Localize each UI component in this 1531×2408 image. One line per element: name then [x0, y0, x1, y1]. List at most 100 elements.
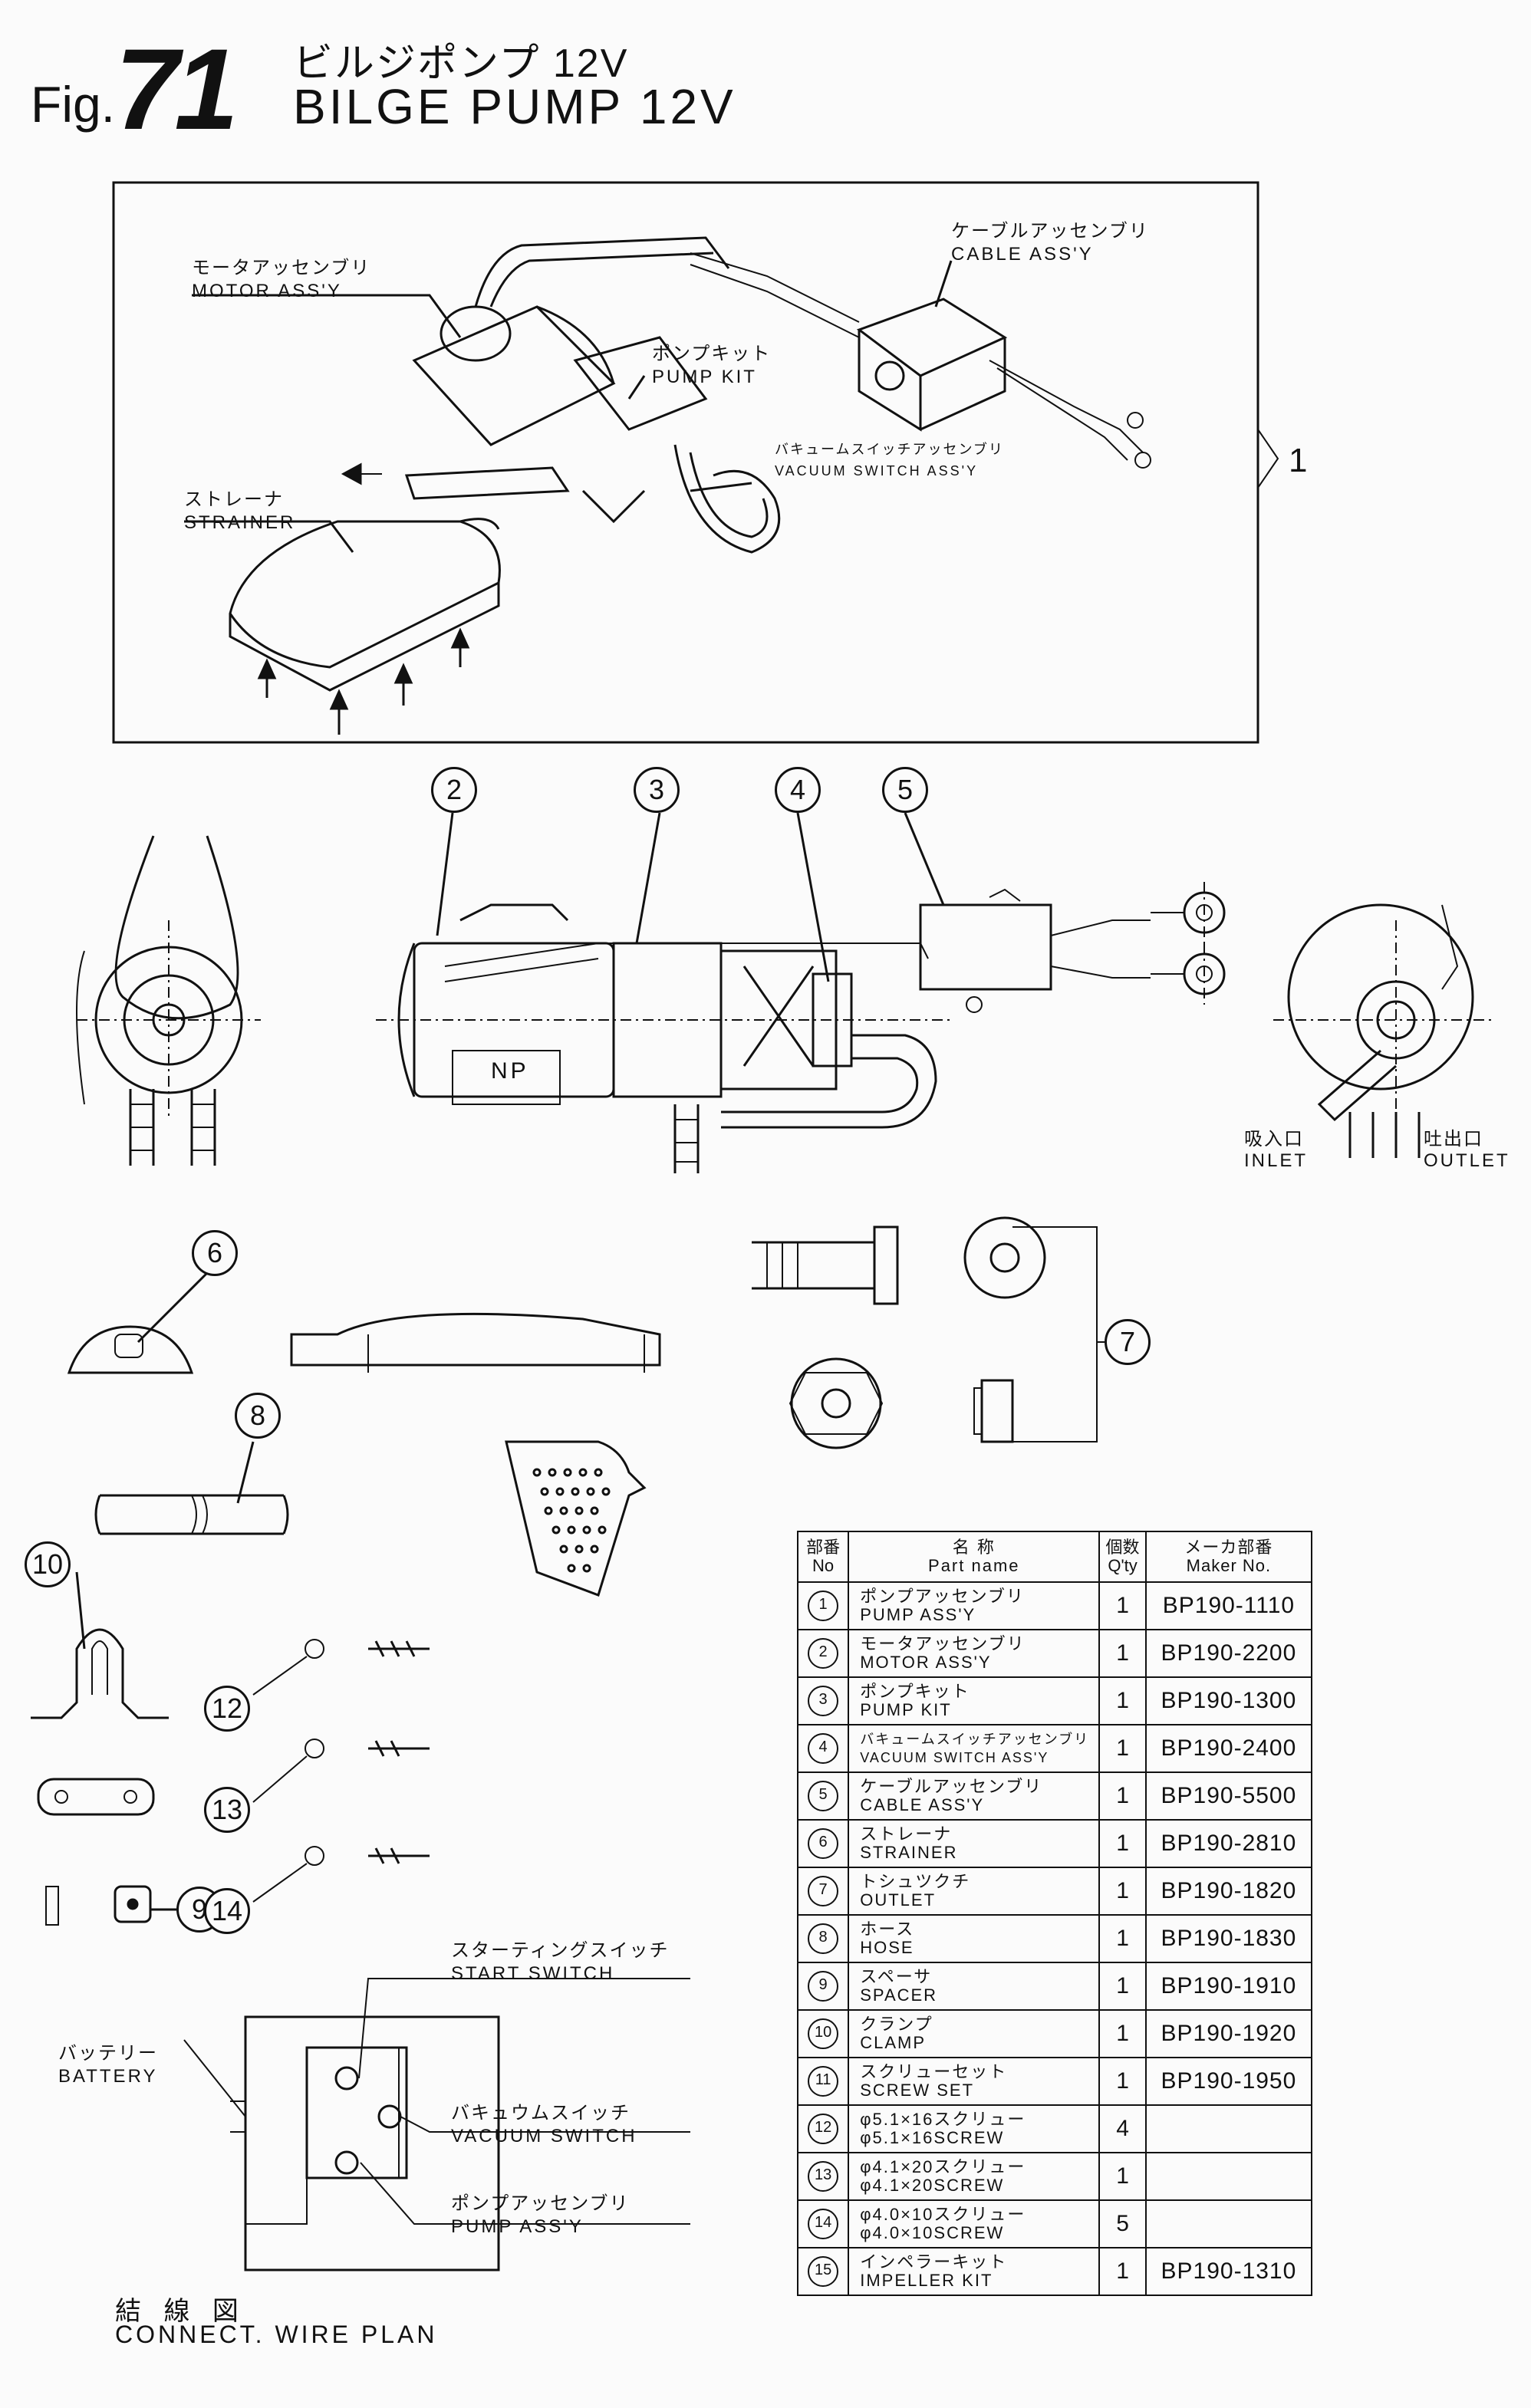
part-name-en: MOTOR ASS'Y — [860, 1653, 992, 1672]
header-no: 部番 No — [796, 1531, 850, 1583]
part-name-en: OUTLET — [860, 1890, 937, 1910]
part-name-jp: トシュツクチ — [860, 1872, 971, 1891]
maker-number — [1144, 2104, 1313, 2153]
part-qty: 1 — [1098, 1581, 1147, 1630]
part-name-en: STRAINER — [860, 1843, 958, 1862]
title-english: BILGE PUMP 12V — [293, 79, 736, 134]
row-number: 5 — [808, 1781, 839, 1811]
parts-table: 部番 No 名 称 Part name 個数 Q'ty メーカ部番 Maker … — [796, 1531, 1313, 2296]
row-number: 8 — [808, 1923, 839, 1954]
row-number: 9 — [808, 1971, 839, 2002]
part-name-jp: ポンプアッセンブリ — [860, 1587, 1025, 1606]
strainer-label-en: STRAINER — [184, 512, 296, 533]
battery-label-en: BATTERY — [58, 2066, 158, 2087]
part-name-en: φ4.0×10SCREW — [860, 2223, 1005, 2242]
row-number: 2 — [808, 1638, 839, 1669]
part-qty: 1 — [1098, 1962, 1147, 2011]
callout-10: 10 — [25, 1541, 71, 1587]
row-number: 12 — [808, 2114, 839, 2144]
inlet-label-jp: 吸入口 — [1244, 1129, 1304, 1150]
part-name-jp: バキュームスイッチアッセンブリ — [860, 1732, 1090, 1747]
maker-number: BP190-2400 — [1144, 1724, 1313, 1773]
maker-number: BP190-1300 — [1144, 1676, 1313, 1725]
header-maker-jp: メーカ部番 — [1184, 1538, 1273, 1557]
hose-drawing — [94, 1494, 289, 1535]
part-name-en: HOSE — [860, 1938, 914, 1957]
part-name-jp: φ4.1×20スクリュー — [860, 2157, 1026, 2176]
part-name-jp: スクリューセット — [860, 2062, 1008, 2081]
maker-number — [1144, 2152, 1313, 2201]
screws-drawing — [252, 1639, 430, 1903]
header-qty-jp: 個数 — [1105, 1538, 1140, 1557]
part-qty: 1 — [1098, 1914, 1147, 1963]
left-end-view — [76, 835, 261, 1166]
part-name-en: CLAMP — [860, 2033, 927, 2052]
part-name-jp: φ5.1×16スクリュー — [860, 2110, 1026, 2129]
part-name-jp: φ4.0×10スクリュー — [860, 2205, 1026, 2224]
part-name-jp: ホース — [860, 1919, 915, 1939]
part-name-en: PUMP KIT — [860, 1700, 952, 1719]
header-no-en: No — [812, 1556, 835, 1575]
strainer-parts-drawing — [67, 1312, 661, 1597]
maker-number: BP190-1110 — [1144, 1581, 1313, 1630]
pump-assy-label-jp: ポンプアッセンブリ — [451, 2193, 630, 2214]
part-name-en: CABLE ASS'Y — [860, 1795, 985, 1814]
maker-number: BP190-5500 — [1144, 1771, 1313, 1821]
inlet-label-en: INLET — [1244, 1150, 1309, 1171]
flow-arrows-in — [257, 627, 470, 735]
strainer-drawing — [229, 518, 501, 692]
maker-number: BP190-1820 — [1144, 1867, 1313, 1916]
fig-number: 71 — [115, 25, 239, 153]
callout-7: 7 — [1105, 1319, 1151, 1365]
battery-label-jp: バッテリー — [58, 2043, 158, 2064]
part-qty: 1 — [1098, 2057, 1147, 2106]
header-qty-en: Q'ty — [1108, 1556, 1138, 1575]
row-number: 7 — [808, 1876, 839, 1906]
part-name-jp: スペーサ — [860, 1967, 933, 1986]
np-plate-label: NP — [491, 1058, 529, 1084]
header-qty: 個数 Q'ty — [1098, 1531, 1147, 1583]
part-qty: 1 — [1098, 2152, 1147, 2201]
part-qty: 1 — [1098, 1629, 1147, 1678]
callout-12: 12 — [204, 1686, 250, 1732]
parts-table-header: 部番 No 名 称 Part name 個数 Q'ty メーカ部番 Maker … — [796, 1531, 1313, 1583]
header-name-en: Part name — [928, 1556, 1020, 1575]
row-number: 3 — [808, 1686, 839, 1716]
assembly-ref-number: 1 — [1289, 442, 1308, 479]
part-name-en: VACUUM SWITCH ASS'Y — [860, 1750, 1049, 1765]
assembly-leaders — [184, 260, 953, 553]
part-name-en: φ5.1×16SCREW — [860, 2128, 1005, 2147]
outlet-label-jp: 吐出口 — [1424, 1129, 1483, 1150]
pumpkit-label-en: PUMP KIT — [652, 367, 757, 387]
callout-13: 13 — [204, 1787, 250, 1833]
part-qty: 1 — [1098, 2247, 1147, 2296]
wire-plan-title-jp: 結 線 図 — [115, 2297, 246, 2326]
part-name-jp: インペラーキット — [860, 2252, 1008, 2271]
header-name: 名 称 Part name — [848, 1531, 1101, 1583]
right-end-view — [1273, 903, 1496, 1158]
callout-14: 14 — [204, 1888, 250, 1934]
part-name-jp: モータアッセンブリ — [860, 1634, 1026, 1653]
header-maker: メーカ部番 Maker No. — [1144, 1531, 1313, 1583]
maker-number: BP190-1310 — [1144, 2247, 1313, 2296]
row-number: 6 — [808, 1828, 839, 1859]
row-number: 13 — [808, 2161, 839, 2192]
callout-5: 5 — [882, 767, 928, 813]
outlet-fitting-drawing — [752, 1216, 1120, 1449]
pump-assy-label-en: PUMP ASS'Y — [451, 2216, 584, 2237]
fig-label: Fig. — [31, 76, 116, 133]
